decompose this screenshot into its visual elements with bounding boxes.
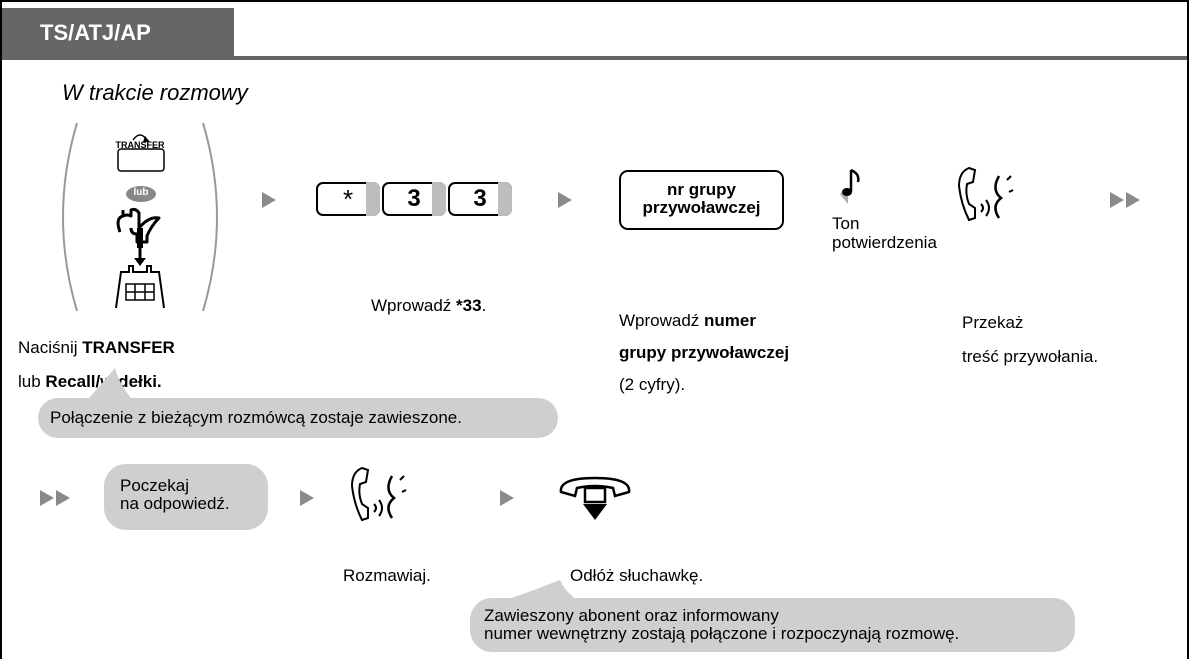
paging-group-box-line2: przywoławczej (642, 198, 761, 217)
finger-press-icon (116, 207, 161, 248)
digit-3-key[interactable]: 3 (382, 182, 446, 216)
hold-notice-bubble: Połączenie z bieżącym rozmówcą zostaje z… (38, 398, 558, 438)
music-note-icon (840, 168, 860, 204)
or-badge (126, 186, 156, 202)
frame-top-border (0, 0, 1189, 2)
hang-up-icon (559, 476, 631, 520)
step1-caption-line2-prefix: lub (18, 372, 46, 391)
step3-caption-numer: numer (704, 311, 756, 330)
final-bubble-line1: Zawieszony abonent oraz informowany (484, 606, 779, 625)
step2-caption-prefix: Wprowadź (371, 296, 457, 315)
step5-caption-line1: Przekaż (962, 313, 1024, 332)
step3-caption-prefix: Wprowadź (619, 311, 705, 330)
step3-caption-digits: (2 cyfry). (619, 375, 686, 394)
step2-caption: Wprowadź *33. (371, 297, 486, 314)
header-rule (2, 56, 1187, 60)
frame-right-border (1187, 0, 1189, 659)
wait-bubble-line2: na odpowiedź. (120, 494, 230, 513)
frame-left-border (0, 0, 2, 659)
hookswitch-icon (115, 265, 165, 309)
header-title: TS/ATJ/AP (2, 8, 234, 58)
step5-caption: Przekaż treść przywołania. (962, 297, 1098, 365)
step3-caption: Wprowadź numer grupy przywoławczej (2 cy… (619, 297, 789, 393)
hang-up-caption: Odłóż słuchawkę. (570, 566, 704, 585)
tone-label-line2: potwierdzenia (832, 233, 937, 252)
tone-label: Ton potwierdzenia (832, 214, 937, 252)
arrow-icon (262, 192, 276, 208)
subtitle: W trakcie rozmowy (62, 80, 248, 105)
arrow-icon (500, 490, 514, 506)
transfer-or-hookswitch-group (62, 122, 218, 312)
digit-3-key[interactable]: 3 (448, 182, 512, 216)
star-key[interactable]: * (316, 182, 380, 216)
step3-caption-group: grupy przywoławczej (619, 343, 790, 362)
or-badge-label: lub (133, 187, 149, 198)
wait-for-answer-bubble: Poczekaj na odpowiedź. (104, 464, 268, 530)
right-parenthesis (202, 122, 218, 312)
step2-caption-code: *33 (456, 296, 482, 315)
step1-caption-line1-prefix: Naciśnij (18, 338, 83, 357)
wait-bubble-line1: Poczekaj (120, 476, 189, 495)
talk-caption: Rozmawiaj. (343, 566, 431, 585)
talk-handset-icon (350, 466, 407, 522)
transfer-button[interactable] (117, 148, 165, 172)
final-notice-bubble: Zawieszony abonent oraz informowany nume… (470, 598, 1075, 652)
step2-caption-suffix: . (481, 296, 487, 315)
paging-group-box-line1: nr grupy (667, 180, 736, 199)
talk-handset-icon (957, 166, 1014, 222)
arrow-icon (558, 192, 572, 208)
tone-label-line1: Ton (832, 214, 860, 233)
final-bubble-line2: numer wewnętrzny zostają połączone i roz… (484, 624, 960, 643)
arrow-icon (300, 490, 314, 506)
press-arrow-head (134, 258, 146, 266)
left-parenthesis (62, 122, 78, 312)
paging-group-number-box[interactable]: nr grupy przywoławczej (619, 170, 784, 230)
step1-caption-transfer: TRANSFER (82, 338, 175, 357)
step5-caption-line2: treść przywołania. (962, 347, 1099, 366)
transfer-button-label: TRANSFER (115, 140, 165, 150)
transfer-arrow-icon (132, 134, 150, 142)
final-bubble-tail (500, 580, 580, 602)
